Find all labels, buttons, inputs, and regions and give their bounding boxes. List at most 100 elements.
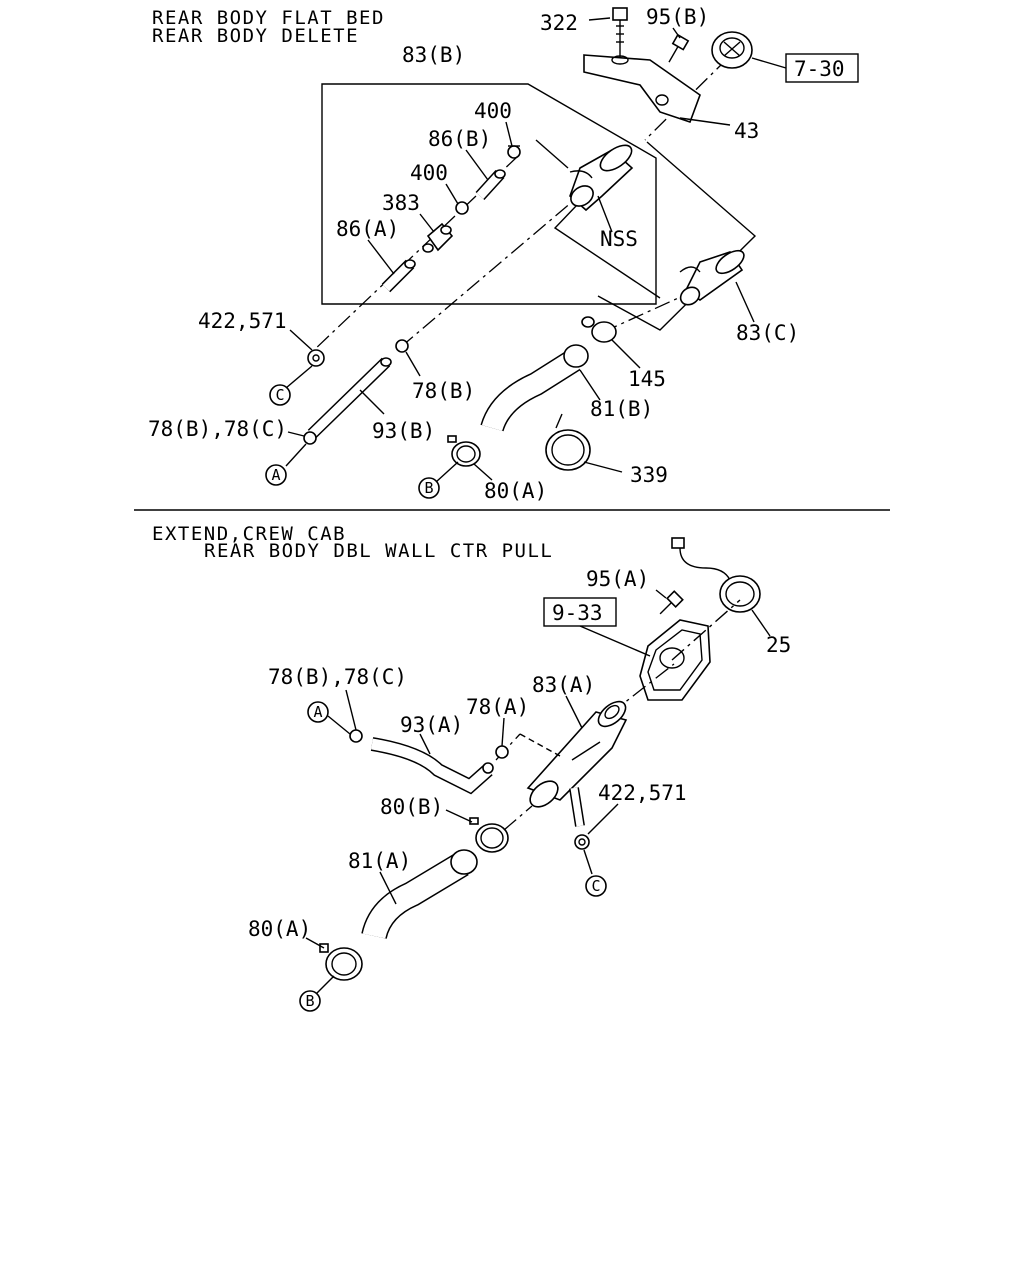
callout-c-top: C [269,384,291,406]
leader-78bc-bottom [345,689,357,731]
leader-400-upper [505,121,513,147]
assembly-frame-83b [321,83,657,305]
leader-callout-c-bottom [583,849,593,875]
clip-400-lower [455,201,469,215]
label-400-lower: 400 [410,161,448,185]
leader-422-571-bottom [587,803,619,835]
centerline-80b [503,805,533,831]
label-78a: 78(A) [466,695,529,719]
callout-a-bottom-letter: A [313,703,322,721]
hose-86b [475,169,506,201]
leader-422-571 [289,329,313,351]
leader-339 [583,461,623,473]
centerline-93a-2 [519,733,561,757]
callout-b-bottom: B [299,990,321,1012]
callout-a-top-letter: A [271,466,280,484]
label-86a: 86(A) [336,217,399,241]
clip-78b [395,339,409,353]
leader-95a [655,589,667,599]
label-81a: 81(A) [348,849,411,873]
leader-80a-bottom [305,937,325,949]
label-322: 322 [540,11,578,35]
label-80b: 80(B) [380,795,443,819]
bottom-header-line1: EXTEND,CREW CAB [152,523,346,545]
callout-b-top-letter: B [424,479,433,497]
label-86b: 86(B) [428,127,491,151]
leader-93a [419,733,431,755]
leader-86a [367,239,395,275]
bolt-322 [612,7,628,58]
hose-93a [370,737,494,795]
label-339: 339 [630,463,668,487]
hose-81b [480,344,589,432]
top-header-line1: REAR BODY FLAT BED [152,7,385,29]
centerline-cap-bottom [671,599,741,661]
callout-a-bottom: A [307,701,329,723]
leader-25 [751,609,771,637]
grommet-422-571-bottom [574,834,590,850]
clip-400-upper [507,145,521,159]
filler-cap [711,31,753,69]
label-25: 25 [766,633,791,657]
label-95b: 95(B) [646,5,709,29]
clamp-339 [545,413,591,471]
callout-c-bottom: C [585,875,607,897]
label-7-30: 7-30 [794,57,845,81]
centerline-neck [401,167,613,347]
leader-80a-top [473,463,493,481]
label-422-571-bottom: 422,571 [598,781,687,805]
label-80a-top: 80(A) [484,479,547,503]
filler-neck-nss [569,144,634,212]
leader-callout-c-top [285,365,313,389]
label-78bc-bottom: 78(B),78(C) [268,665,407,689]
clamp-80a-bottom [319,943,363,981]
leader-80b [445,809,473,823]
leader-78a [501,717,505,747]
leader-322 [588,17,611,21]
clip-78a [495,745,509,759]
label-9-33: 9-33 [552,601,603,625]
callout-b-top: B [418,477,440,499]
label-95a: 95(A) [586,567,649,591]
hose-86a [381,259,416,293]
label-422-571-top: 422,571 [198,309,287,333]
leader-95b [672,27,681,39]
leader-400-lower [445,183,459,205]
filler-neck-83a [526,700,628,827]
label-400-upper: 400 [474,99,512,123]
label-145: 145 [628,367,666,391]
label-83b: 83(B) [402,43,465,67]
hose-93b [307,357,392,439]
grommet-422-571 [307,349,325,367]
label-83a: 83(A) [532,673,595,697]
leader-93b [359,389,385,415]
label-383: 383 [382,191,420,215]
hose-81a [361,849,478,940]
label-93b: 93(B) [372,419,435,443]
callout-b-bottom-letter: B [305,992,314,1010]
bottom-header-line2: REAR BODY DBL WALL CTR PULL [204,540,553,562]
leader-43 [679,117,731,126]
label-81b: 81(B) [590,397,653,421]
leader-9-33 [579,625,651,657]
filler-housing-9-33 [639,619,711,701]
leader-83c [735,281,755,323]
ref-box-7-30 [785,53,859,83]
leader-callout-a-top [285,443,307,467]
leader-callout-b-top [435,461,459,483]
leader-81b [579,369,601,401]
bracket-43 [583,54,701,124]
label-nss: NSS [600,227,638,251]
centerline-vent [311,155,519,353]
clamp-80a-top [447,435,481,467]
leader-383 [419,213,435,233]
leader-81a [379,871,397,905]
leader-78bc-top [287,431,305,437]
clip-78bc-bottom [349,729,363,743]
label-43: 43 [734,119,759,143]
bolt-95b [668,33,690,63]
clamp-145 [581,316,617,343]
top-header-line2: REAR BODY DELETE [152,25,359,47]
